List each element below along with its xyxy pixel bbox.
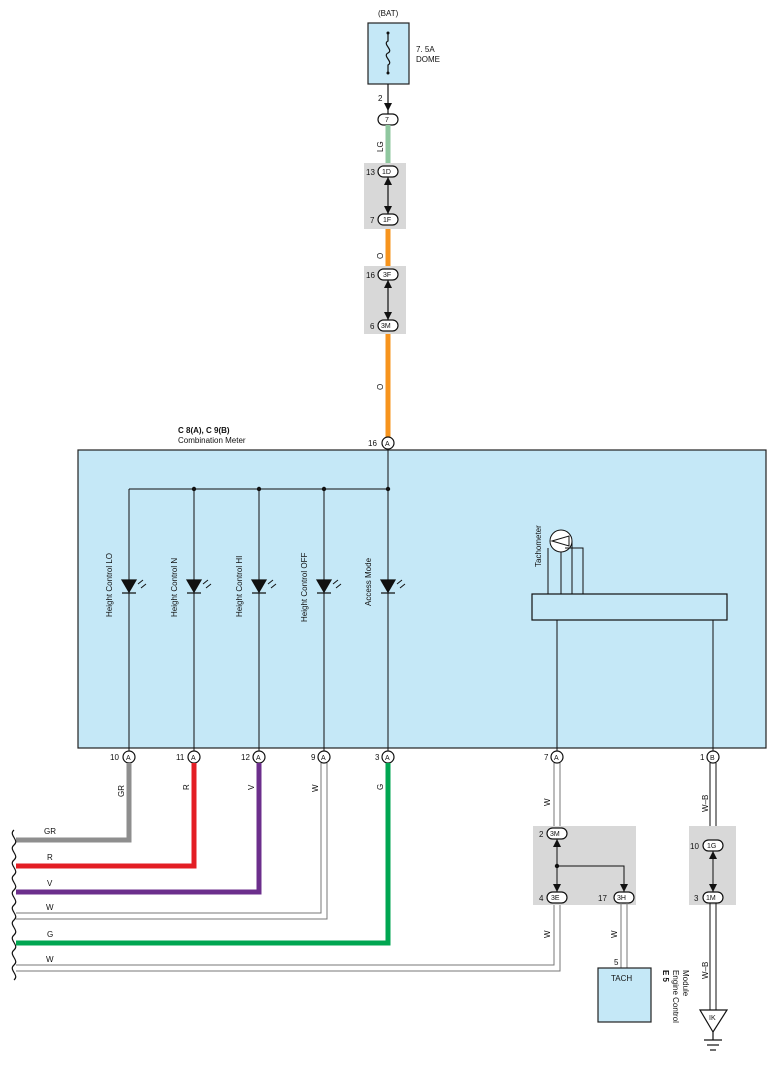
bottom-connector-label: A: [256, 755, 261, 762]
bottom-pin: 9: [311, 753, 316, 762]
meter-title: C 8(A), C 9(B): [178, 426, 230, 435]
led-icon: [185, 579, 212, 594]
meter-bottom-connectors: [122, 750, 720, 764]
chain-pin: 2: [378, 94, 383, 103]
wire-color-label: W–B: [701, 795, 710, 812]
ecm-tach-label: TACH: [611, 974, 632, 983]
pin-6-3m: 6: [370, 322, 375, 331]
pin-16-3f: 16: [366, 271, 375, 280]
wire-v: [16, 763, 262, 895]
fuse-symbol: [385, 33, 391, 73]
bottom-connector-label: A: [126, 755, 131, 762]
connector-1d-label: 1D: [382, 169, 391, 176]
ground-point: [698, 1009, 729, 1034]
meter-name: Combination Meter: [178, 436, 246, 445]
ecm-name2: Module: [681, 970, 690, 997]
fuse-name: DOME: [416, 55, 440, 64]
led-icon: [120, 579, 147, 594]
junction-pin: 4: [539, 894, 544, 903]
left-wire-label: R: [47, 853, 53, 862]
bottom-connector-label: A: [321, 755, 326, 762]
meter-input-pin: 16: [368, 439, 377, 448]
wire-w-1: [16, 763, 322, 914]
pin-7-1f: 7: [370, 216, 375, 225]
led-icon: [250, 579, 277, 594]
wire-w-label: W: [543, 930, 552, 938]
connector-7-label: 7: [385, 117, 389, 124]
bottom-pin: 1: [700, 753, 705, 762]
tachometer-driver-box: [531, 593, 728, 621]
left-wire-label: G: [47, 930, 53, 939]
bottom-pin: 7: [544, 753, 549, 762]
indicator-label: Height Control OFF: [300, 553, 309, 622]
indicator-label: Height Control LO: [105, 553, 114, 617]
bottom-pin: 10: [110, 753, 119, 762]
bottom-connector-label: A: [385, 755, 390, 762]
junction-pin: 2: [539, 830, 544, 839]
wire-color-label: GR: [117, 785, 126, 797]
ground-icon: [704, 1032, 722, 1051]
indicator-label: Access Mode: [364, 557, 373, 606]
left-wire-label: W: [46, 903, 54, 912]
wire-color-label: W: [311, 784, 320, 792]
battery-label: (BAT): [378, 9, 399, 18]
wire-o-label-2: O: [376, 384, 385, 390]
connector-3f-label: 3F: [383, 272, 391, 279]
bottom-connector-label: A: [191, 755, 196, 762]
connector-3e-label: 3E: [551, 895, 560, 902]
junction-pin: 10: [690, 842, 699, 851]
wire-r: [16, 763, 197, 869]
meter-input-connector-label: A: [385, 441, 390, 448]
wire-gr: [16, 763, 132, 843]
wire-wb-label: W–B: [701, 962, 710, 979]
led-icon: [379, 579, 406, 594]
connector-3m-top-label: 3M: [381, 323, 391, 330]
connector-3h-label: 3H: [617, 895, 626, 902]
bottom-pin: 11: [176, 753, 185, 762]
ecm-pin: 5: [614, 958, 619, 967]
wire-o-label-1: O: [376, 253, 385, 259]
indicator-label: Height Control N: [170, 558, 179, 617]
indicator-lines: [128, 489, 389, 752]
wire-g: [16, 763, 391, 946]
tachometer-icon: [547, 529, 584, 594]
left-wire-label: GR: [44, 827, 56, 836]
wire-w-label: W: [610, 930, 619, 938]
wire-color-label: G: [376, 784, 385, 790]
wire-color-label: V: [247, 784, 256, 790]
fuse-amp: 7. 5A: [416, 45, 435, 54]
connector-1g-label: 1G: [707, 843, 716, 850]
indicator-label: Height Control HI: [235, 556, 244, 617]
led-icon: [315, 579, 342, 594]
bottom-pin: 12: [241, 753, 250, 762]
wire-color-label: R: [182, 784, 191, 790]
connector-1f-label: 1F: [383, 217, 391, 224]
connector-3m-label: 3M: [550, 831, 560, 838]
engine-control-module: [597, 967, 652, 1023]
wire-lg-label: LG: [376, 141, 385, 152]
junction-pin: 17: [598, 894, 607, 903]
junction-pin: 3: [694, 894, 699, 903]
bottom-connector-label: A: [554, 755, 559, 762]
ecm-name1: Engine Control: [671, 970, 680, 1023]
harness-break-line: [11, 829, 17, 981]
ecm-id: E 5: [661, 970, 670, 983]
wire-w-2: [16, 902, 555, 966]
ground-label: IK: [709, 1015, 716, 1022]
bottom-connector-label: B: [710, 755, 715, 762]
left-wire-label: W: [46, 955, 54, 964]
connector-1m-label: 1M: [706, 895, 716, 902]
pin-13: 13: [366, 168, 375, 177]
left-wire-label: V: [47, 879, 53, 888]
bottom-pin: 3: [375, 753, 380, 762]
wire-color-label: W: [543, 798, 552, 806]
tachometer-label: Tachometer: [534, 525, 543, 567]
